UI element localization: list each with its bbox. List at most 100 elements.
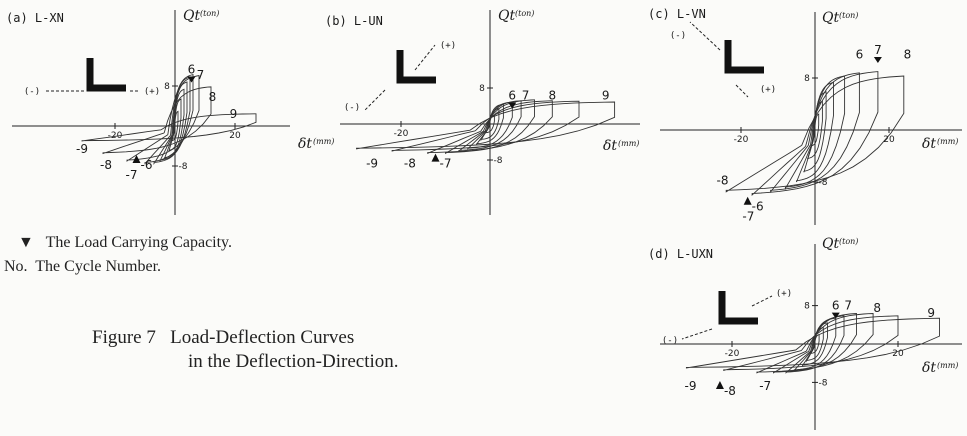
y-tick-label: 8 [164,82,170,92]
capacity-marker-icon [132,155,141,163]
cycle-label: -9 [366,157,378,171]
cycle-label: -7 [440,157,452,171]
y-axis-label: Qt [822,10,839,26]
capacity-marker-icon: ▼ [18,234,34,251]
y-tick-label: -8 [179,162,188,172]
x-axis-unit: (mm) [937,137,958,146]
l-section-icon [396,50,436,84]
minus-direction-arrow [689,21,721,51]
x-axis-label: δt [922,360,936,376]
cycle-label: 8 [209,90,217,104]
plus-direction-label: (+) [760,85,776,95]
minus-direction-label: (-) [344,103,360,113]
cycle-label: 9 [927,306,935,320]
cycle-note-label: No. [4,258,28,275]
y-tick-label: 8 [479,84,485,94]
cycle-label: -8 [724,384,736,398]
cycle-label: -8 [100,158,112,172]
cycle-label: -7 [742,209,754,223]
y-tick-label: 8 [804,74,810,84]
hysteresis-loop-cycle-9 [685,317,940,369]
hysteresis-loop-cycle-5 [785,315,845,374]
y-tick-label: -8 [819,378,828,388]
capacity-marker-icon [743,196,752,205]
y-axis-label: Qt [498,8,515,24]
cycle-label: -6 [752,200,764,214]
cycle-note-text: The Cycle Number. [35,258,162,275]
hysteresis-loop-cycle-3 [476,103,504,146]
cycle-label: 9 [230,107,238,121]
x-tick-label: 20 [883,135,895,145]
cycle-label: 7 [522,89,530,103]
cycle-label: 6 [832,299,840,313]
plus-direction-label: (+) [440,41,456,51]
x-tick-label: 20 [892,349,904,359]
cycle-label: 7 [844,299,852,313]
y-tick-label: -8 [494,156,503,166]
hysteresis-loop-cycle-9 [356,101,616,150]
y-tick-label: -8 [819,178,828,188]
hysteresis-loop-cycle-4 [467,101,513,150]
cycle-label: 9 [602,89,610,103]
x-axis-label: δt [298,136,312,152]
capacity-note: ▼ The Load Carrying Capacity. [18,234,232,252]
hysteresis-loop-cycle-6 [773,313,857,374]
figure-caption: Figure 7 Load-Deflection Curves [92,327,354,349]
cycle-label: -7 [759,379,771,393]
hysteresis-loop-cycle-8 [725,75,905,193]
hysteresis-loop-cycle-8 [391,100,580,152]
cycle-label: 7 [874,43,882,57]
cycle-label: 6 [508,89,516,103]
cycle-label: -9 [685,379,697,393]
cycle-label: 8 [873,301,881,315]
y-axis-label: Qt [183,8,200,24]
panel-title: (d) L-UXN [648,247,713,261]
capacity-marker-icon [715,381,724,390]
panel-title: (a) L-XN [6,11,64,25]
cycle-label: -6 [141,158,153,172]
x-tick-label: -20 [725,349,740,359]
minus-direction-arrow [364,89,386,111]
minus-direction-label: (-) [670,31,686,41]
hysteresis-loop-cycle-6 [445,99,535,155]
cycle-label: 6 [188,63,196,77]
y-axis-unit: (ton) [839,237,858,246]
cycle-label: -9 [76,142,88,156]
y-tick-label: 8 [804,302,810,312]
y-axis-unit: (ton) [839,11,858,20]
plus-direction-label: (+) [144,87,160,97]
panel-title: (b) L-UN [325,14,383,28]
figure-caption-line2: in the Deflection-Direction. [188,351,399,372]
plus-direction-arrow [735,84,749,98]
hysteresis-loop-cycle-7 [751,71,879,197]
cycle-label: 8 [904,48,912,62]
y-axis-unit: (ton) [515,9,534,18]
cycle-label: -8 [404,157,416,171]
l-section-icon [724,40,764,74]
x-axis-unit: (mm) [618,139,639,148]
capacity-marker-icon [431,153,440,162]
cycle-label: 7 [197,68,205,82]
x-tick-label: 20 [229,131,241,141]
x-axis-unit: (mm) [313,137,334,146]
minus-direction-label: (-) [24,87,40,97]
cycle-label: -7 [126,168,138,182]
cycle-label: -8 [717,174,729,188]
panel-title: (c) L-VN [648,7,706,21]
figure-caption-line1: Load-Deflection Curves [170,327,355,348]
x-tick-label: -20 [394,129,409,139]
cycle-label: 6 [856,48,864,62]
capacity-marker-icon [508,102,517,109]
figure-label: Figure 7 [92,327,156,348]
plus-direction-arrow [414,44,436,71]
x-axis-label: δt [603,138,617,154]
hysteresis-loop-cycle-8 [723,315,899,371]
cycle-note: No. The Cycle Number. [4,258,161,276]
l-section-icon [718,291,758,325]
cycle-label: 8 [548,89,556,103]
x-axis-unit: (mm) [937,361,958,370]
